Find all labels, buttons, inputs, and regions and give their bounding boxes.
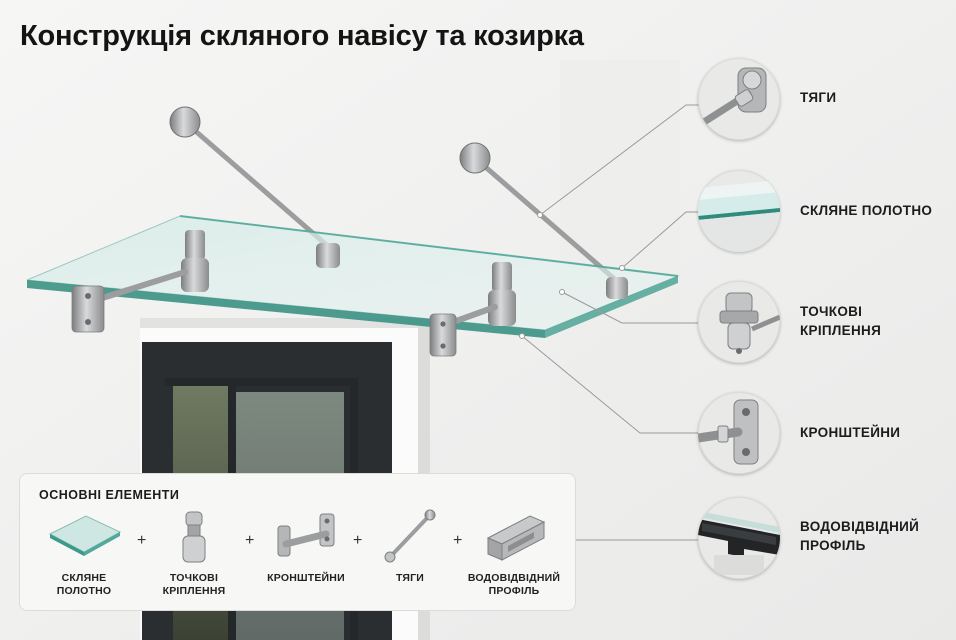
drain-profile-icon xyxy=(698,511,780,575)
tie-rod-icon xyxy=(700,67,767,126)
callout-label-point-fixings-line2: КРІПЛЕННЯ xyxy=(800,323,882,338)
glass-panel-icon xyxy=(698,180,780,252)
callout-point-fixing-image xyxy=(698,281,780,363)
point-fixings xyxy=(181,230,628,326)
callout-label-point-fixings: ТОЧКОВІ КРІПЛЕННЯ xyxy=(800,302,950,340)
panel-item-label-bracket: КРОНШТЕЙНИ xyxy=(267,572,345,584)
plus-sign-2: + xyxy=(245,532,255,549)
panel-item-label-tie-rod: ТЯГИ xyxy=(395,572,425,584)
tie-rod-icon xyxy=(384,509,436,563)
point-fixing-icon xyxy=(182,511,206,563)
bracket-icon xyxy=(698,399,759,465)
callout-label-drain-profile-line2: ПРОФІЛЬ xyxy=(800,538,866,553)
plus-sign-4: + xyxy=(453,532,463,549)
tie-rods xyxy=(169,106,621,285)
callout-leaders xyxy=(521,104,700,541)
panel-item-tie-rod: ТЯГИ xyxy=(360,508,460,604)
drain-profile-icon xyxy=(486,515,546,561)
callout-glass-image xyxy=(698,170,780,252)
plus-sign-3: + xyxy=(353,532,363,549)
glass-sheet-icon xyxy=(48,515,122,556)
callout-drain-profile-image xyxy=(698,497,780,579)
callout-label-brackets: КРОНШТЕЙНИ xyxy=(800,425,901,440)
wall-brackets xyxy=(71,269,498,357)
bracket-icon xyxy=(277,513,335,557)
callout-label-drain-profile: ВОДОВІДВІДНИЙ ПРОФІЛЬ xyxy=(800,517,950,555)
plus-sign-1: + xyxy=(137,532,147,549)
page-title: Конструкція скляного навісу та козирка xyxy=(20,20,584,52)
panel-item-bracket: КРОНШТЕЙНИ xyxy=(256,508,356,604)
point-fixing-icon xyxy=(719,292,780,354)
callout-bracket-image xyxy=(698,392,780,474)
callout-tie-rod-image xyxy=(698,58,780,140)
callout-label-tie-rods: ТЯГИ xyxy=(800,90,837,105)
panel-title: ОСНОВНІ ЕЛЕМЕНТИ xyxy=(39,488,180,502)
callout-label-point-fixings-line1: ТОЧКОВІ xyxy=(800,304,863,319)
callout-label-glass: СКЛЯНЕ ПОЛОТНО xyxy=(800,203,933,218)
callout-label-drain-profile-line1: ВОДОВІДВІДНИЙ xyxy=(800,519,920,534)
